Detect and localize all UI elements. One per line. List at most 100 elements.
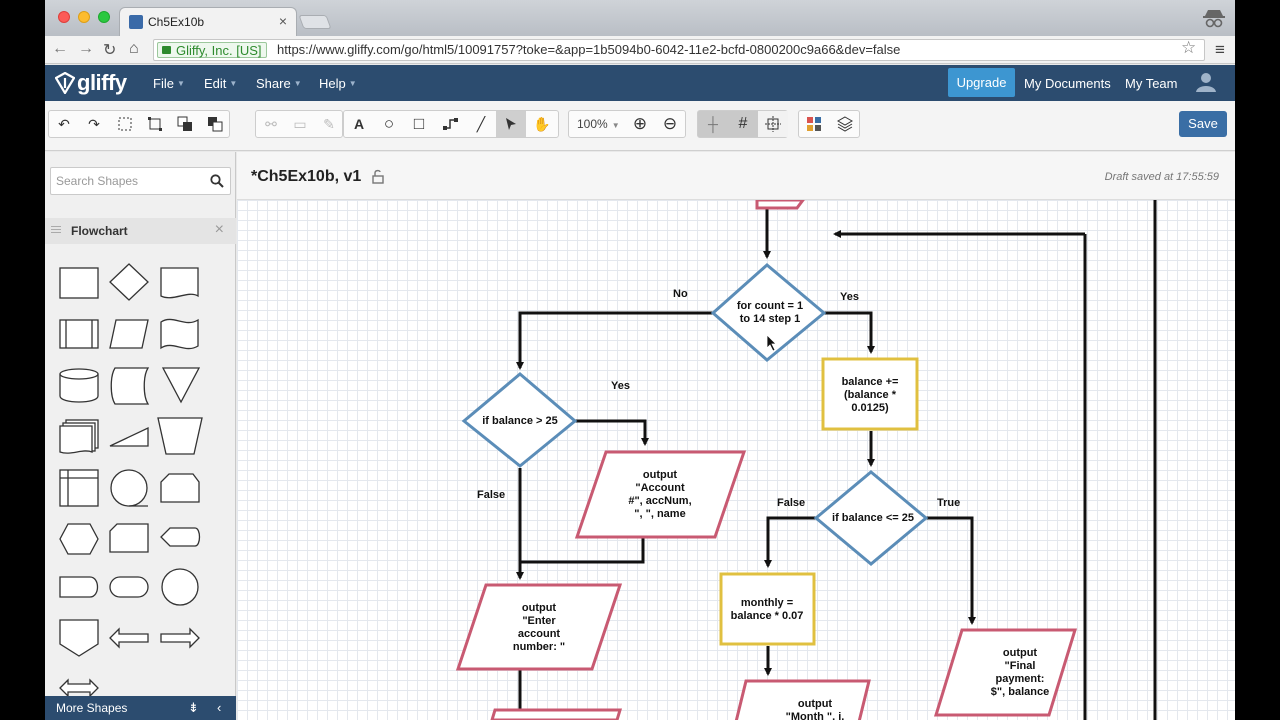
address-bar[interactable]: Gliffy, Inc. [US] https://www.gliffy.com… <box>153 39 1205 61</box>
home-icon[interactable]: ⌂ <box>129 40 139 57</box>
page-guides-icon[interactable] <box>758 111 788 137</box>
hand-tool-icon[interactable]: ✋ <box>533 116 551 132</box>
document-shape[interactable] <box>160 267 199 299</box>
decision-balance-gt[interactable] <box>461 372 578 468</box>
drag-handle-icon[interactable] <box>51 226 61 235</box>
redo-icon[interactable]: ↷ <box>88 116 100 132</box>
group-icon[interactable] <box>110 111 140 137</box>
terminator-shape[interactable] <box>109 576 149 598</box>
connector-shape[interactable] <box>161 568 199 606</box>
bookmark-star-icon[interactable]: ☆ <box>1181 38 1197 57</box>
user-avatar-icon[interactable] <box>1195 71 1217 93</box>
link-icon[interactable]: ⚯ <box>265 116 277 132</box>
zoom-out-icon[interactable]: ⊖ <box>662 114 678 133</box>
io-output-account[interactable] <box>574 450 747 539</box>
menu-edit[interactable]: Edit▼ <box>204 76 237 91</box>
manual-operation-shape[interactable] <box>157 417 203 455</box>
process-balance-update[interactable] <box>821 357 919 431</box>
comment-icon[interactable]: ▭ <box>293 116 307 132</box>
bring-to-front-icon[interactable] <box>170 111 200 137</box>
io-shape[interactable] <box>755 200 805 210</box>
line-tool-icon[interactable]: ╱ <box>476 116 486 132</box>
format-painter-icon[interactable]: ✎ <box>323 116 335 132</box>
sequential-data-shape[interactable] <box>110 469 148 507</box>
ellipse-tool-icon[interactable]: ○ <box>383 114 395 133</box>
gliffy-logo[interactable]: gliffy <box>55 70 127 96</box>
io-output-enter[interactable] <box>455 583 623 671</box>
unlock-icon[interactable] <box>371 169 385 184</box>
search-shapes-input[interactable] <box>51 168 201 194</box>
io-output-month[interactable] <box>734 679 871 720</box>
right-arrow-shape[interactable] <box>160 627 200 649</box>
collapse-panel-icon[interactable]: ‹ <box>217 700 222 715</box>
tape-shape[interactable] <box>160 318 199 350</box>
connector-lines[interactable] <box>516 200 1157 720</box>
chevron-down-icon: ▼ <box>293 79 302 88</box>
browser-tab[interactable]: Ch5Ex10b × <box>119 7 297 36</box>
document-title[interactable]: *Ch5Ex10b, v1 <box>251 168 362 185</box>
data-shape[interactable] <box>109 319 149 349</box>
send-to-back-icon[interactable] <box>200 111 230 137</box>
minimize-window-button[interactable] <box>78 11 90 23</box>
preparation-shape[interactable] <box>59 523 99 555</box>
undo-icon[interactable]: ↶ <box>58 116 70 132</box>
zoom-select[interactable]: 100%▼ <box>569 111 625 137</box>
database-shape[interactable] <box>59 374 99 403</box>
snap-to-grid-icon[interactable]: ┼ <box>708 116 718 132</box>
zoom-in-icon[interactable]: ⊕ <box>632 114 648 133</box>
internal-storage-shape[interactable] <box>59 469 99 507</box>
flowchart-diagram[interactable]: for count = 1 to 14 step 1 if balance > … <box>237 200 1235 720</box>
shapes-panel: Flowchart × <box>45 152 236 720</box>
double-arrow-shape[interactable] <box>59 678 99 698</box>
show-grid-icon[interactable]: # <box>738 115 748 132</box>
browser-menu-icon[interactable]: ≡ <box>1215 40 1225 59</box>
io-output-final[interactable] <box>933 628 1078 717</box>
manual-input-shape[interactable] <box>109 426 149 447</box>
menu-help[interactable]: Help▼ <box>319 76 357 91</box>
left-arrow-shape[interactable] <box>109 627 149 649</box>
upgrade-button[interactable]: Upgrade <box>948 68 1015 97</box>
back-icon[interactable]: ← <box>52 40 68 57</box>
rectangle-tool-icon[interactable]: □ <box>413 114 425 133</box>
text-tool-icon[interactable]: A <box>353 116 365 132</box>
off-page-connector-shape[interactable] <box>59 619 99 657</box>
theme-palette-icon[interactable] <box>799 111 829 137</box>
balance-update-line-1: balance += <box>842 376 899 388</box>
process-monthly[interactable] <box>719 572 816 646</box>
io-shape[interactable] <box>490 708 623 720</box>
search-icon[interactable] <box>210 174 224 188</box>
diagram-canvas[interactable]: for count = 1 to 14 step 1 if balance > … <box>237 200 1235 720</box>
tab-close-icon[interactable]: × <box>278 13 287 29</box>
maximize-window-button[interactable] <box>98 11 110 23</box>
my-team-link[interactable]: My Team <box>1125 76 1178 91</box>
pointer-tool-icon[interactable] <box>496 111 526 137</box>
display-shape[interactable] <box>160 527 201 547</box>
menu-file[interactable]: File▼ <box>153 76 185 91</box>
security-indicator[interactable]: Gliffy, Inc. [US] <box>157 42 268 58</box>
layers-icon[interactable] <box>830 111 860 137</box>
menu-share[interactable]: Share▼ <box>256 76 302 91</box>
flowchart-library-header[interactable]: Flowchart × <box>45 218 236 244</box>
merge-shape[interactable] <box>161 367 201 404</box>
close-window-button[interactable] <box>58 11 70 23</box>
save-button[interactable]: Save <box>1179 111 1227 137</box>
delay-shape[interactable] <box>59 576 99 598</box>
my-documents-link[interactable]: My Documents <box>1024 76 1111 91</box>
card-shape[interactable] <box>160 473 200 503</box>
new-tab-button[interactable] <box>298 15 332 29</box>
process-shape[interactable] <box>59 267 99 299</box>
decision-shape[interactable] <box>109 263 149 301</box>
decision-balance-le[interactable] <box>813 470 929 566</box>
url-text[interactable]: https://www.gliffy.com/go/html5/10091757… <box>277 42 901 57</box>
close-library-icon[interactable]: × <box>214 221 224 238</box>
more-shapes-bar[interactable]: More Shapes ⇟ ‹ <box>45 696 236 720</box>
ungroup-icon[interactable] <box>140 111 170 137</box>
decision-for-loop[interactable] <box>710 263 827 362</box>
forward-icon[interactable]: → <box>78 40 94 57</box>
connector-tool-icon[interactable] <box>435 111 465 137</box>
menu-edit-label: Edit <box>204 76 227 91</box>
reload-icon[interactable]: ↻ <box>103 42 117 59</box>
collapse-libraries-icon[interactable]: ⇟ <box>188 700 199 715</box>
punched-card-shape[interactable] <box>109 523 149 553</box>
stored-data-shape[interactable] <box>110 367 150 405</box>
